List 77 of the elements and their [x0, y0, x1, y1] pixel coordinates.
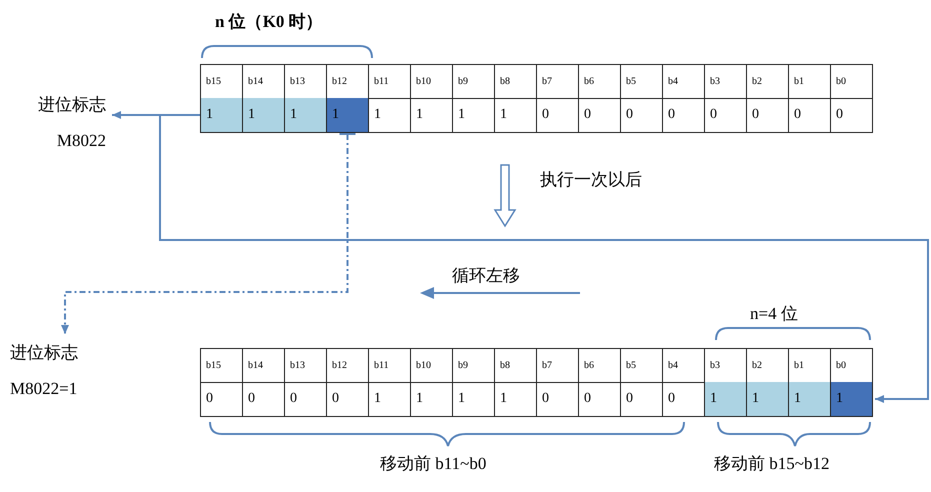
register-cell	[746, 348, 789, 417]
arrow	[159, 114, 929, 403]
bit-value: 0	[205, 390, 214, 408]
bit-value: 1	[373, 106, 382, 124]
bit-value: 1	[789, 382, 830, 416]
register-cell	[494, 348, 537, 417]
annotation: 移动前 b15~b12	[714, 453, 830, 475]
register-cell	[452, 348, 495, 417]
register-cell	[704, 348, 747, 417]
bit-value: 1	[499, 390, 508, 408]
flag-label: 进位标志	[38, 94, 106, 116]
bit-value: 1	[415, 106, 424, 124]
bit-value: 0	[625, 106, 634, 124]
bit-value: 0	[625, 390, 634, 408]
register-cell	[368, 64, 411, 133]
register-cell	[200, 64, 243, 133]
register-cell	[830, 64, 873, 133]
annotation: 执行一次以后	[540, 169, 642, 191]
register-cell	[410, 64, 453, 133]
bit-value: 1	[499, 106, 508, 124]
bit-value: 0	[583, 106, 592, 124]
bit-value: 0	[667, 390, 676, 408]
register-cell	[452, 64, 495, 133]
register-cell	[326, 348, 369, 417]
bit-value: 0	[667, 106, 676, 124]
bit-value: 1	[243, 98, 284, 132]
bit-value: 1	[201, 98, 242, 132]
register-cell	[242, 64, 285, 133]
bit-value: 1	[415, 390, 424, 408]
bit-value: 0	[289, 390, 298, 408]
bit-value: 1	[327, 98, 368, 132]
dashed-arrow	[61, 133, 356, 334]
register-cell	[242, 348, 285, 417]
bit-value: 0	[709, 106, 718, 124]
register-cell	[284, 348, 327, 417]
register-cell	[536, 64, 579, 133]
annotation: 循环左移	[452, 265, 520, 287]
annotation: n=4 位	[750, 303, 798, 325]
register-cell	[578, 64, 621, 133]
register-cell	[578, 348, 621, 417]
register-cell	[746, 64, 789, 133]
register-cell	[536, 348, 579, 417]
flag-label: M8022=1	[10, 378, 78, 400]
bit-value: 1	[747, 382, 788, 416]
register-cell	[662, 348, 705, 417]
bit-value: 0	[751, 106, 760, 124]
annotation: n 位（K0 时）	[215, 11, 323, 33]
bit-value: 1	[457, 390, 466, 408]
flag-label: 进位标志	[10, 342, 78, 364]
bit-value: 0	[835, 106, 844, 124]
bit-value: 1	[373, 390, 382, 408]
register-cell	[704, 64, 747, 133]
bit-value: 0	[541, 390, 550, 408]
bit-value: 1	[705, 382, 746, 416]
bit-value: 0	[793, 106, 802, 124]
bit-value: 1	[457, 106, 466, 124]
flag-label: M8022	[56, 130, 106, 152]
bit-label: b0	[831, 65, 872, 99]
bit-value: 1	[285, 98, 326, 132]
bit-value: 1	[831, 382, 872, 416]
register-cell	[830, 348, 873, 417]
register-cell	[788, 348, 831, 417]
register-cell	[284, 64, 327, 133]
register-cell	[368, 348, 411, 417]
register-cell	[788, 64, 831, 133]
register-cell	[620, 64, 663, 133]
bit-value: 0	[583, 390, 592, 408]
annotation: 移动前 b11~b0	[380, 453, 486, 475]
bit-value: 0	[331, 390, 340, 408]
bit-value: 0	[541, 106, 550, 124]
register-cell	[662, 64, 705, 133]
register-cell	[410, 348, 453, 417]
register-cell	[326, 64, 369, 133]
register-cell	[200, 348, 243, 417]
register-cell	[620, 348, 663, 417]
bit-value: 0	[247, 390, 256, 408]
register-cell	[494, 64, 537, 133]
